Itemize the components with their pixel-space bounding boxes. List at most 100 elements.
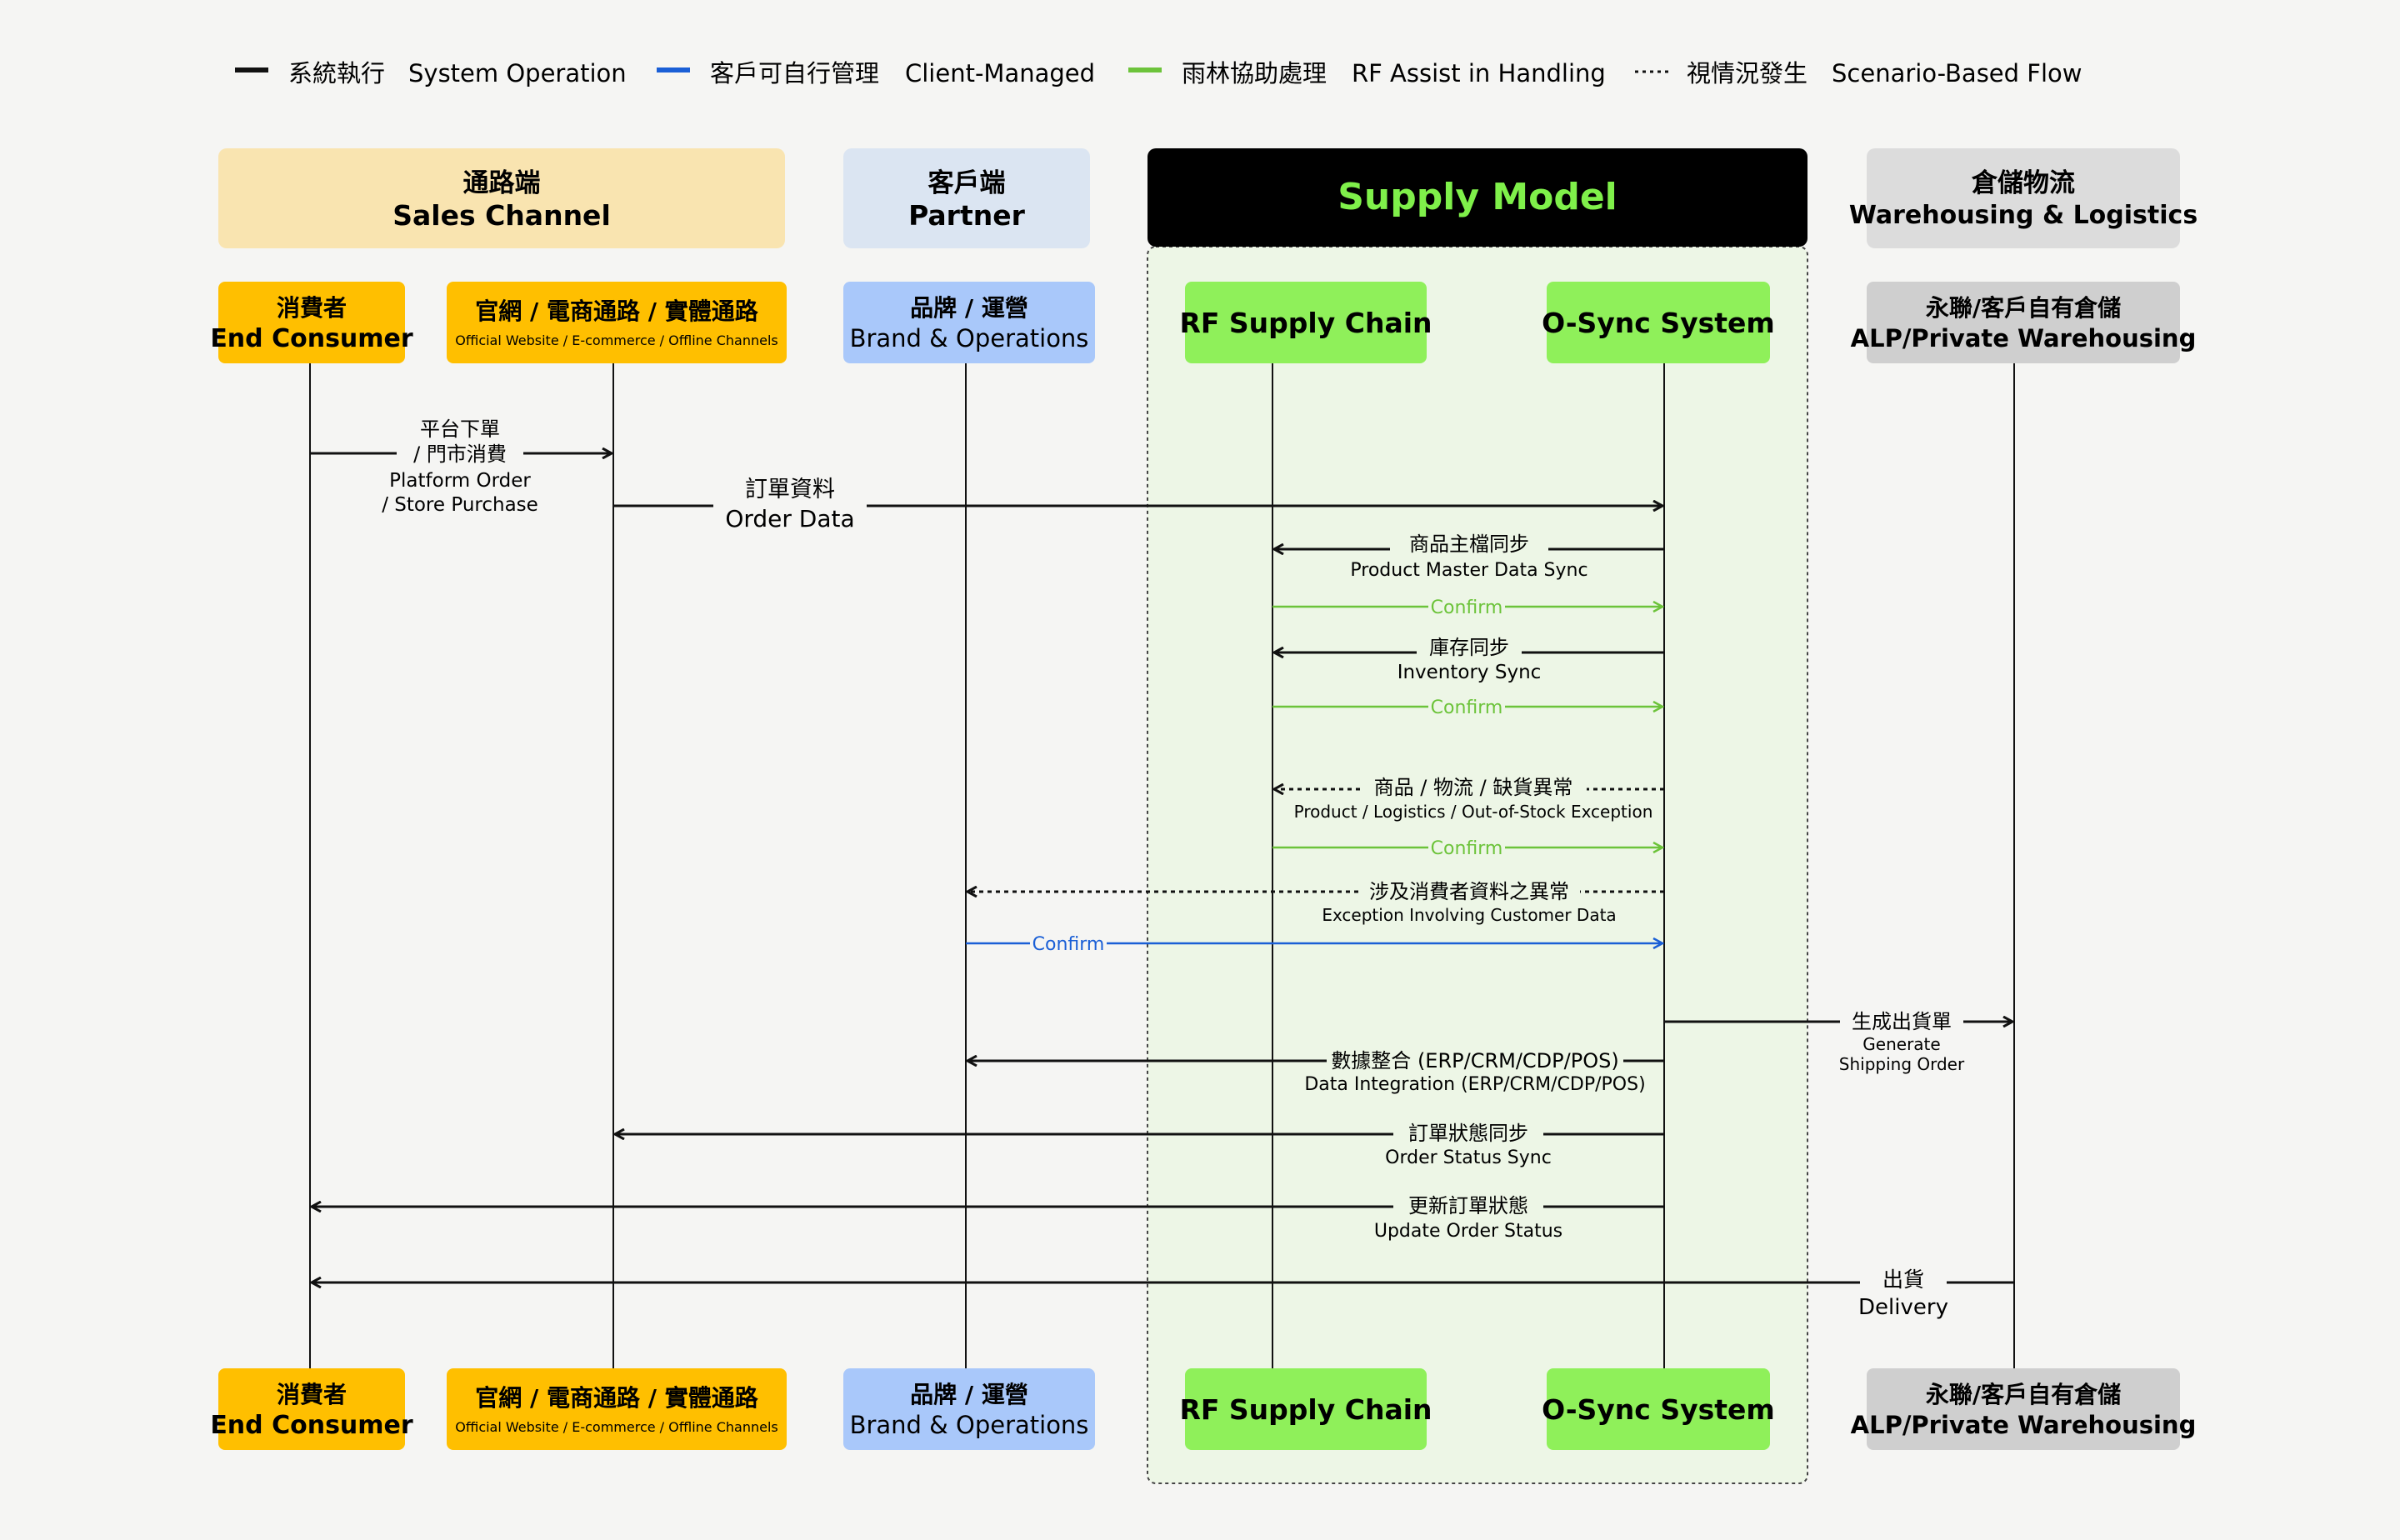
legend-label-en: System Operation (408, 59, 627, 88)
legend-label-zh: 系統執行 (288, 59, 385, 88)
message-label-zh: 商品 / 物流 / 缺貨異常 (1374, 776, 1573, 799)
message-confirm-3: Confirm (1272, 838, 1662, 859)
message-label-zh: 訂單資料 (745, 477, 835, 502)
message-label-zh: 出貨 (1882, 1268, 1924, 1292)
message-label-zh: 更新訂單狀態 (1408, 1194, 1528, 1218)
message-label-zh: 庫存同步 (1429, 636, 1509, 659)
actor-label-zh: 品牌 / 運營 (910, 1381, 1028, 1408)
message-update-order-status: 更新訂單狀態 Update Order Status (312, 1194, 1664, 1242)
actor-channel-bottom: 官網 / 電商通路 / 實體通路 Official Website / E-co… (447, 1368, 787, 1450)
lifelines (309, 363, 2015, 1368)
supply-model-region (1147, 246, 1808, 1484)
message-label-en: Order Data (725, 505, 854, 532)
message-label-en: Shipping Order (1839, 1054, 1965, 1074)
actor-label-en: Brand & Operations (850, 1411, 1089, 1439)
group-sales-channel: 通路端 Sales Channel (218, 148, 785, 248)
message-label-zh: 訂單狀態同步 (1408, 1122, 1528, 1145)
legend-label-zh: 雨林協助處理 (1182, 59, 1327, 88)
actor-consumer-bottom: 消費者 End Consumer (210, 1368, 413, 1450)
group-title-zh: 客戶端 (928, 168, 1006, 198)
legend: 系統執行 System Operation 客戶可自行管理 Client-Man… (235, 59, 2082, 88)
confirm-label: Confirm (1431, 838, 1503, 859)
legend-item-scenario: 視情況發生 Scenario-Based Flow (1635, 59, 2082, 88)
message-label-zh: 生成出貨單 (1852, 1010, 1952, 1033)
actor-label-en: Brand & Operations (850, 324, 1089, 352)
actor-osync-top: O-Sync System (1542, 282, 1775, 363)
group-warehousing: 倉儲物流 Warehousing & Logistics (1849, 148, 2198, 248)
message-label-zh: / 門市消費 (413, 442, 507, 466)
message-label-en: Generate (1862, 1034, 1940, 1054)
actor-label-en: End Consumer (210, 1411, 413, 1440)
actor-brand-bottom: 品牌 / 運營 Brand & Operations (843, 1368, 1095, 1450)
message-order-data: 訂單資料 Order Data (613, 477, 1662, 532)
message-inventory-sync: 庫存同步 Inventory Sync (1274, 636, 1664, 683)
actor-label-zh: 消費者 (277, 294, 347, 322)
actor-label-en: Official Website / E-commerce / Offline … (455, 332, 778, 348)
group-partner: 客戶端 Partner (843, 148, 1090, 248)
message-label-en: Product Master Data Sync (1350, 560, 1588, 581)
group-title-zh: 通路端 (463, 168, 541, 198)
confirm-label: Confirm (1431, 598, 1503, 618)
message-label-en: / Store Purchase (382, 494, 538, 516)
message-label-en: Product / Logistics / Out-of-Stock Excep… (1294, 802, 1653, 822)
group-title-en: Sales Channel (392, 199, 611, 232)
group-title-en: Partner (908, 199, 1025, 232)
confirm-label: Confirm (1032, 934, 1105, 955)
message-label-en: Order Status Sync (1385, 1148, 1552, 1168)
actor-alp-top: 永聯/客戶自有倉儲 ALP/Private Warehousing (1851, 282, 2197, 363)
message-platform-order: 平台下單 / 門市消費 Platform Order / Store Purch… (310, 418, 612, 516)
message-generate-shipping-order: 生成出貨單 Generate Shipping Order (1664, 1010, 2012, 1074)
actor-label-zh: 永聯/客戶自有倉儲 (1926, 1381, 2121, 1408)
actor-label-zh: 品牌 / 運營 (910, 294, 1028, 322)
actor-label-en: End Consumer (210, 324, 413, 353)
message-confirm-1: Confirm (1272, 598, 1662, 618)
actor-label-en: Official Website / E-commerce / Offline … (455, 1419, 778, 1435)
message-label-en: Update Order Status (1374, 1221, 1562, 1242)
group-title-en: Warehousing & Logistics (1849, 201, 2198, 230)
legend-label-en: RF Assist in Handling (1352, 59, 1606, 88)
actor-alp-bottom: 永聯/客戶自有倉儲 ALP/Private Warehousing (1851, 1368, 2196, 1450)
actor-label-en: RF Supply Chain (1179, 307, 1432, 339)
actor-label-zh: 官網 / 電商通路 / 實體通路 (475, 298, 758, 325)
actor-label-zh: 永聯/客戶自有倉儲 (1926, 294, 2121, 322)
group-title-zh: 倉儲物流 (1971, 168, 2075, 198)
group-title: Supply Model (1338, 176, 1618, 218)
message-label-en: Data Integration (ERP/CRM/CDP/POS) (1304, 1074, 1645, 1095)
message-label-en: Exception Involving Customer Data (1322, 905, 1616, 925)
legend-label-en: Scenario-Based Flow (1832, 59, 2082, 88)
message-product-exception: 商品 / 物流 / 缺貨異常 Product / Logistics / Out… (1274, 776, 1664, 822)
actor-rf-bottom: RF Supply Chain (1179, 1368, 1432, 1450)
message-label-en: Delivery (1858, 1295, 1948, 1320)
message-customer-data-exception: 涉及消費者資料之異常 Exception Involving Customer … (968, 880, 1664, 925)
message-confirm-4: Confirm (966, 934, 1662, 955)
actor-label-zh: 消費者 (277, 1381, 347, 1408)
actor-label-en: O-Sync System (1542, 1393, 1775, 1426)
message-product-master-sync: 商品主檔同步 Product Master Data Sync (1274, 532, 1664, 581)
message-label-en: Inventory Sync (1398, 662, 1542, 683)
message-confirm-2: Confirm (1272, 698, 1662, 718)
message-label-zh: 涉及消費者資料之異常 (1369, 880, 1569, 903)
message-label-zh: 數據整合 (ERP/CRM/CDP/POS) (1331, 1049, 1618, 1072)
message-order-status-sync: 訂單狀態同步 Order Status Sync (615, 1122, 1664, 1168)
message-delivery: 出貨 Delivery (312, 1268, 2014, 1320)
message-label-zh: 商品主檔同步 (1409, 532, 1529, 556)
legend-label-en: Client-Managed (905, 59, 1095, 88)
message-label-zh: 平台下單 (420, 418, 500, 441)
group-supply-model: Supply Model (1148, 148, 1808, 247)
legend-item-rf: 雨林協助處理 RF Assist in Handling (1128, 59, 1606, 88)
actor-brand-top: 品牌 / 運營 Brand & Operations (843, 282, 1095, 363)
actor-osync-bottom: O-Sync System (1542, 1368, 1775, 1450)
actor-consumer-top: 消費者 End Consumer (210, 282, 413, 363)
legend-label-zh: 視情況發生 (1687, 59, 1808, 88)
actor-channel-top: 官網 / 電商通路 / 實體通路 Official Website / E-co… (447, 282, 787, 363)
legend-item-client: 客戶可自行管理 Client-Managed (657, 59, 1095, 88)
message-data-integration: 數據整合 (ERP/CRM/CDP/POS) Data Integration … (968, 1049, 1664, 1095)
actor-label-en: RF Supply Chain (1179, 1393, 1432, 1426)
actor-rf-top: RF Supply Chain (1179, 282, 1432, 363)
actor-label-en: O-Sync System (1542, 307, 1775, 339)
message-label-en: Platform Order (389, 470, 531, 492)
confirm-label: Confirm (1431, 698, 1503, 718)
actor-label-en: ALP/Private Warehousing (1851, 324, 2197, 352)
legend-label-zh: 客戶可自行管理 (710, 59, 879, 88)
